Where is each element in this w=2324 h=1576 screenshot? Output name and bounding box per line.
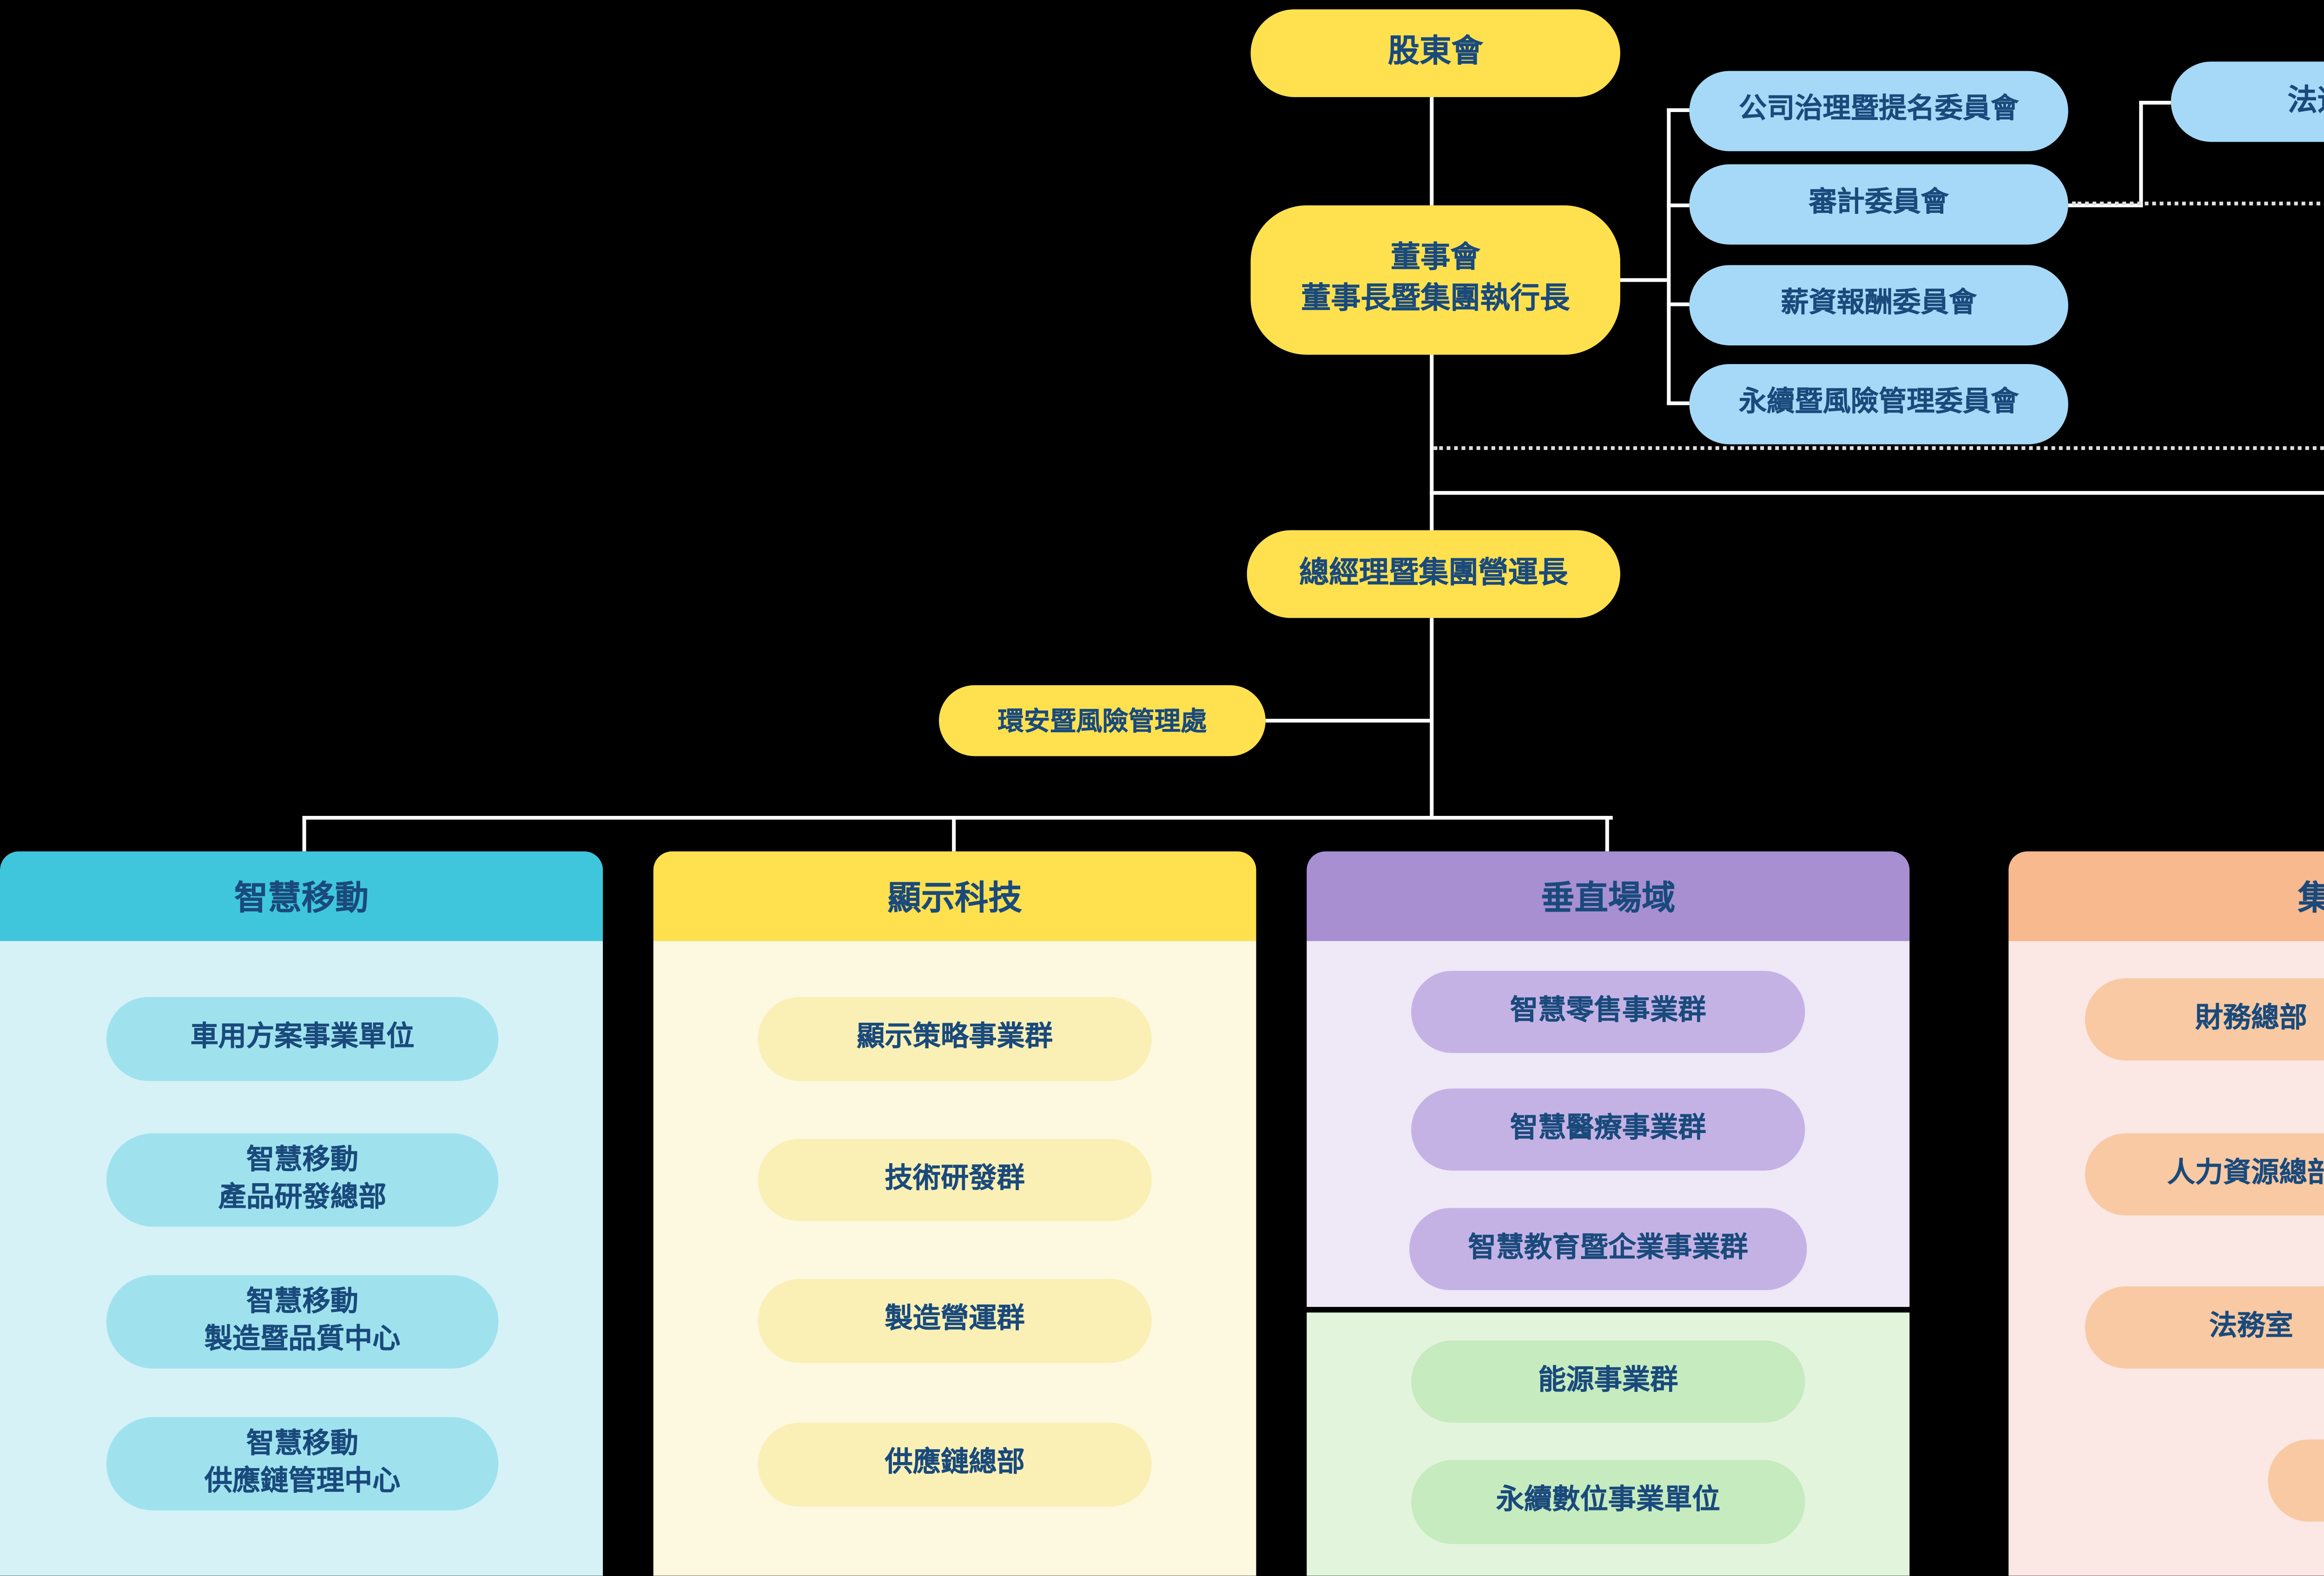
committee-governance-nomination: 公司治理暨提名委員會 xyxy=(1689,71,2068,152)
node-automotive-solutions: 車用方案事業單位 xyxy=(106,997,499,1081)
node-president-coo: 總經理暨集團營運長 xyxy=(1247,530,1620,618)
connector-ehs-trunk xyxy=(1265,719,1430,723)
connector-drop-smart-mobility xyxy=(302,815,306,852)
committee-audit: 審計委員會 xyxy=(1689,164,2068,245)
node-sm-manufacturing-quality: 智慧移動 製造暨品質中心 xyxy=(106,1275,499,1369)
node-smart-medical: 智慧醫療事業群 xyxy=(1411,1088,1805,1171)
connector-trunk-support-h xyxy=(1430,491,2324,495)
node-smart-education-enterprise: 智慧教育暨企業事業群 xyxy=(1409,1208,1807,1291)
dotted-compliance-trunk xyxy=(1433,446,2324,450)
node-shareholders-meeting: 股東會 xyxy=(1250,9,1620,97)
node-legal-office: 法務室 xyxy=(2085,1286,2324,1369)
node-sustainable-digital: 永續數位事業單位 xyxy=(1411,1460,1805,1544)
committee-sustainability-risk: 永續暨風險管理委員會 xyxy=(1689,364,2068,444)
node-supply-chain-hq: 供應鏈總部 xyxy=(758,1423,1152,1507)
connector-drop-display-tech xyxy=(952,815,956,852)
node-sm-product-rd: 智慧移動 產品研發總部 xyxy=(106,1133,499,1227)
column-display-technology-header: 顯示科技 xyxy=(653,851,1256,941)
connector-shareholders-board xyxy=(1430,97,1434,205)
connector-committee-bracket xyxy=(1667,108,1671,405)
connector-audit-compliance-3 xyxy=(2139,100,2171,105)
node-smart-retail: 智慧零售事業群 xyxy=(1411,971,1805,1053)
node-sm-supply-chain: 智慧移動 供應鏈管理中心 xyxy=(106,1417,499,1510)
node-tech-rd: 技術研發群 xyxy=(758,1139,1152,1221)
column-smart-mobility: 智慧移動 車用方案事業單位 智慧移動 產品研發總部 智慧移動 製造暨品質中心 智… xyxy=(0,851,603,1576)
column-vertical-domains-header: 垂直場域 xyxy=(1307,851,1910,941)
column-group-support-header: 集團營運支援單位 xyxy=(2008,851,2324,941)
node-chief-compliance-counsel: 法遵總顧問 xyxy=(2171,61,2324,142)
node-hr-hq: 人力資源總部 xyxy=(2085,1133,2324,1216)
node-finance-hq: 財務總部 xyxy=(2085,978,2324,1061)
connector-audit-compliance-1 xyxy=(2068,203,2143,207)
connector-audit-compliance-2 xyxy=(2139,100,2143,207)
dotted-audit-right-edge xyxy=(2072,201,2324,205)
node-ehs-risk-management: 環安暨風險管理處 xyxy=(939,685,1266,756)
node-manufacturing-ops: 製造營運群 xyxy=(758,1278,1152,1363)
connector-drop-vertical-domains xyxy=(1605,815,1609,852)
connector-committee-stub-2 xyxy=(1667,203,1690,207)
connector-columns-horizontal xyxy=(302,815,1613,820)
connector-president-columns xyxy=(1430,618,1434,816)
connector-board-committees xyxy=(1616,278,1667,282)
connector-committee-stub-4 xyxy=(1667,401,1690,405)
connector-committee-stub-1 xyxy=(1667,108,1690,112)
connector-board-president xyxy=(1430,355,1434,530)
node-energy-business-group: 能源事業群 xyxy=(1411,1340,1805,1423)
column-display-technology: 顯示科技 顯示策略事業群 技術研發群 製造營運群 供應鏈總部 xyxy=(653,851,1256,1576)
node-board-of-directors: 董事會 董事長暨集團執行長 xyxy=(1250,205,1620,355)
committee-compensation: 薪資報酬委員會 xyxy=(1689,265,2068,345)
column-group-support: 集團營運支援單位 財務總部 數位技術發展總部 人力資源總部 永續發展總部 法務室… xyxy=(2008,851,2324,1576)
column-vertical-domains: 垂直場域 智慧零售事業群 智慧醫療事業群 智慧教育暨企業事業群 能源事業群 永續… xyxy=(1307,851,1910,1576)
connector-committee-stub-3 xyxy=(1667,302,1690,306)
node-display-strategy: 顯示策略事業群 xyxy=(758,997,1152,1081)
column-smart-mobility-header: 智慧移動 xyxy=(0,851,603,941)
